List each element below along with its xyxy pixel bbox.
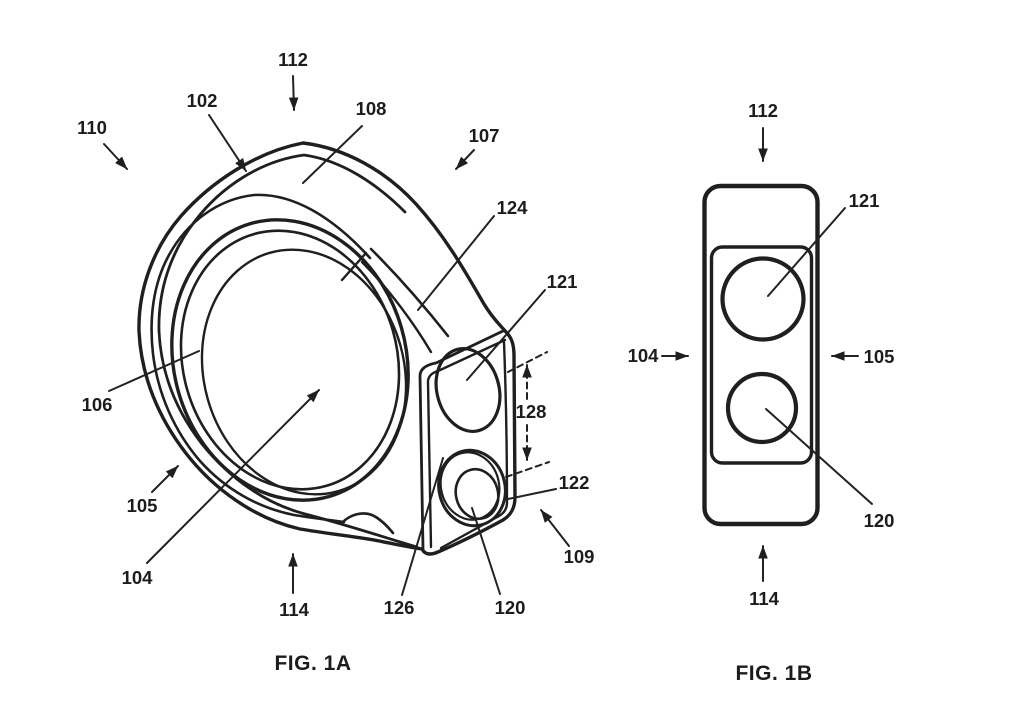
fig1b-ref-120-leader bbox=[765, 408, 873, 505]
ref-102-arrow bbox=[208, 114, 247, 172]
sensor-window bbox=[434, 347, 502, 433]
dim-128-extension-top bbox=[507, 351, 548, 373]
ref-label-106: 106 bbox=[82, 394, 113, 415]
housing-top-seam bbox=[369, 247, 450, 338]
fig1b-ref-label-104: 104 bbox=[628, 345, 660, 366]
ref-label-114: 114 bbox=[279, 599, 310, 620]
lower-sensor-circle bbox=[725, 371, 799, 445]
ref-label-105: 105 bbox=[127, 495, 158, 516]
upper-sensor-circle bbox=[720, 256, 806, 342]
ref-110-arrow bbox=[103, 143, 128, 170]
ref-label-109: 109 bbox=[564, 546, 595, 567]
figure-1a: 110 102 112 108 107 124 121 128 122 109 … bbox=[77, 49, 594, 675]
ref-label-112: 112 bbox=[278, 49, 308, 70]
band-contour-line-outer bbox=[157, 153, 419, 549]
dim-128-extension-bottom bbox=[505, 461, 550, 478]
fig1b-ref-label-120: 120 bbox=[864, 510, 895, 531]
housing-right-inner-edge bbox=[439, 340, 509, 550]
ref-label-110: 110 bbox=[77, 117, 107, 138]
ref-label-124: 124 bbox=[497, 197, 529, 218]
fig1b-ref-121-leader bbox=[767, 207, 846, 297]
fig-1b-caption: FIG. 1B bbox=[735, 662, 812, 685]
finger-opening-inner-rim bbox=[179, 229, 401, 491]
ring-body-side-view bbox=[702, 183, 820, 527]
ref-112-arrow bbox=[288, 75, 299, 111]
ref-label-126: 126 bbox=[384, 597, 415, 618]
housing-panel-outer-edge bbox=[418, 329, 505, 551]
ref-label-121: 121 bbox=[547, 271, 578, 292]
fig1b-ref-label-105: 105 bbox=[864, 346, 895, 367]
sensor-face-panel bbox=[709, 245, 814, 465]
fig-1a-caption: FIG. 1A bbox=[274, 652, 351, 675]
ref-126-leader bbox=[401, 457, 444, 596]
ref-label-107: 107 bbox=[469, 125, 500, 146]
ref-121-leader bbox=[466, 289, 546, 381]
button-dome bbox=[454, 467, 500, 521]
fig1b-ref-label-121: 121 bbox=[849, 190, 880, 211]
ref-label-122: 122 bbox=[559, 472, 590, 493]
band-end-tick bbox=[340, 251, 368, 282]
fig1b-ref-label-114: 114 bbox=[749, 588, 780, 609]
ref-122-leader bbox=[507, 488, 557, 500]
finger-opening-outer-rim bbox=[170, 218, 410, 502]
ref-106-leader bbox=[108, 350, 200, 392]
ref-105-arrow bbox=[151, 465, 179, 493]
ref-107-arrow bbox=[455, 149, 475, 170]
ref-108-leader bbox=[302, 125, 363, 184]
ref-label-102: 102 bbox=[187, 90, 218, 111]
ref-label-128: 128 bbox=[516, 401, 547, 422]
ref-124-leader bbox=[417, 215, 495, 311]
ring-inner-surface bbox=[200, 248, 408, 496]
fig1b-ref-label-112: 112 bbox=[748, 100, 778, 121]
ref-label-108: 108 bbox=[356, 98, 387, 119]
ref-104-arrow bbox=[146, 389, 320, 564]
figure-1b: 112 121 104 105 120 114 FIG. 1B bbox=[628, 100, 895, 685]
band-edge-seam bbox=[360, 260, 433, 354]
ref-109-arrow bbox=[540, 509, 570, 547]
band-bottom-ridge bbox=[340, 512, 395, 535]
band-contour-line-inner bbox=[150, 193, 372, 524]
ref-label-120: 120 bbox=[495, 597, 526, 618]
ref-120-leader bbox=[471, 507, 501, 595]
ref-label-104: 104 bbox=[122, 567, 154, 588]
button-outer-ring bbox=[437, 448, 507, 528]
